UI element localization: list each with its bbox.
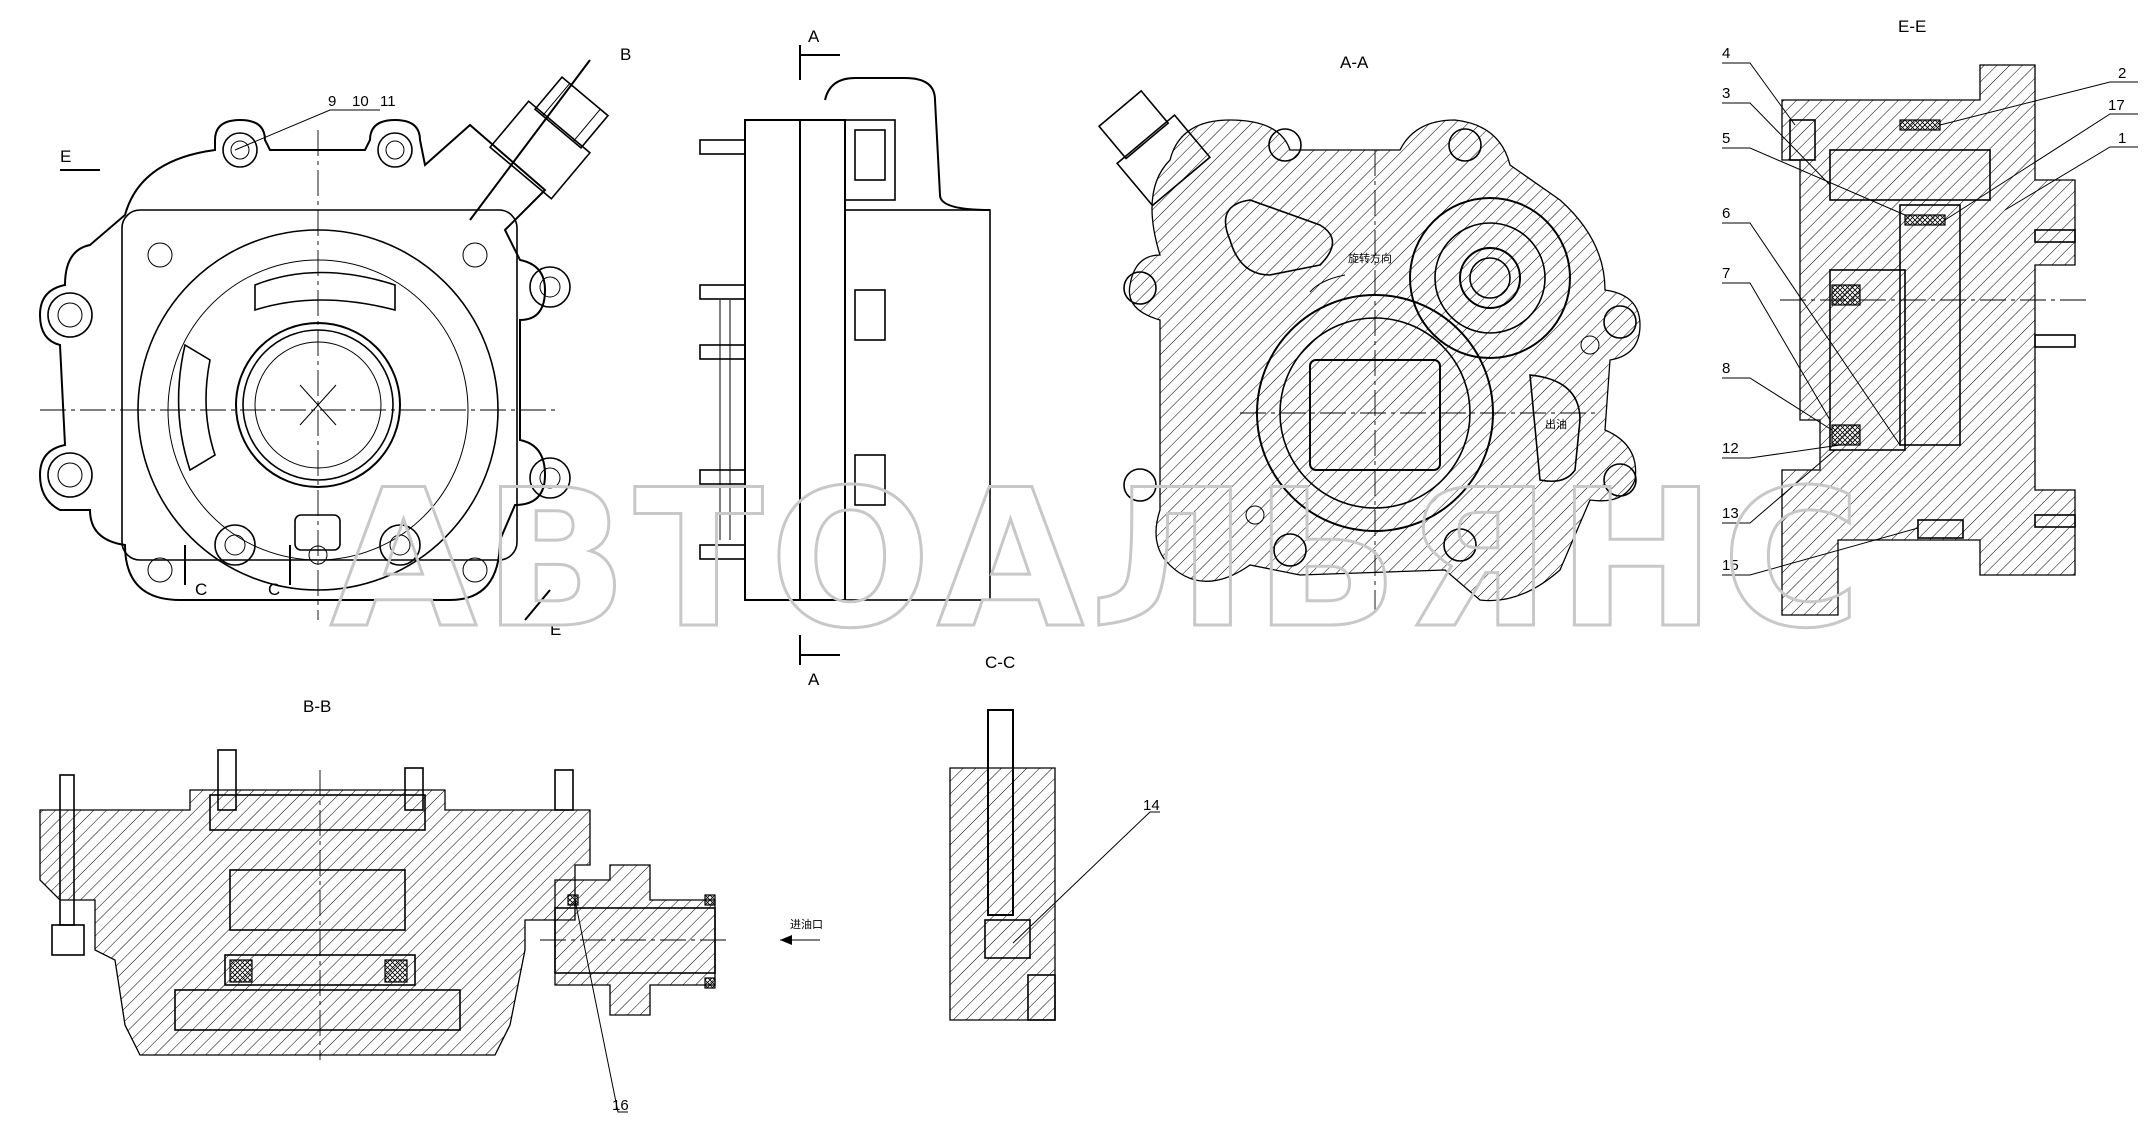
callout-5: 5 (1722, 130, 1730, 147)
rotation-note: 旋转方向 (1348, 251, 1392, 265)
callout-13: 13 (1722, 505, 1739, 522)
cut-label-e-top: E (60, 147, 71, 166)
section-aa: A-A 旋转方向 出油 (1097, 53, 1641, 610)
outlet-note: 出油 (1545, 417, 1567, 431)
callout-17: 17 (2108, 97, 2125, 114)
section-ee-title: E-E (1898, 17, 1926, 36)
side-view: A A (699, 27, 991, 689)
callout-7: 7 (1722, 265, 1730, 282)
section-aa-title: A-A (1340, 53, 1369, 72)
section-bb: B-B 进油口 16 (39, 697, 823, 1114)
callout-14: 14 (1143, 797, 1160, 814)
inlet-note: 进油口 (790, 917, 823, 931)
section-ee: E-E 4 3 5 6 7 8 12 13 15 2 17 1 (1722, 17, 2138, 616)
cut-label-b: B (620, 45, 631, 64)
callout-10: 10 (352, 93, 369, 110)
callout-6: 6 (1722, 205, 1730, 222)
callout-3: 3 (1722, 85, 1730, 102)
callout-4: 4 (1722, 45, 1730, 62)
cut-label-c-left: C (195, 580, 207, 599)
cut-label-a-top: A (808, 27, 820, 46)
callout-12: 12 (1722, 440, 1739, 457)
cut-label-e-bottom: E (550, 620, 561, 639)
section-cc: C-C 14 (949, 653, 1160, 1021)
cut-label-a-bottom: A (808, 670, 820, 689)
callout-15: 15 (1722, 557, 1739, 574)
front-view: 9 10 11 B E E C C (38, 45, 631, 639)
section-bb-title: B-B (303, 697, 331, 716)
callout-16: 16 (612, 1097, 629, 1114)
callout-2: 2 (2118, 65, 2126, 82)
callout-11: 11 (380, 93, 396, 110)
callout-8: 8 (1722, 360, 1730, 377)
section-cc-title: C-C (985, 653, 1015, 672)
callout-9: 9 (328, 93, 336, 110)
callout-1: 1 (2118, 130, 2126, 147)
watermark: АВТОАЛЬЯНС (330, 449, 1867, 670)
cut-label-c-right: C (268, 580, 280, 599)
